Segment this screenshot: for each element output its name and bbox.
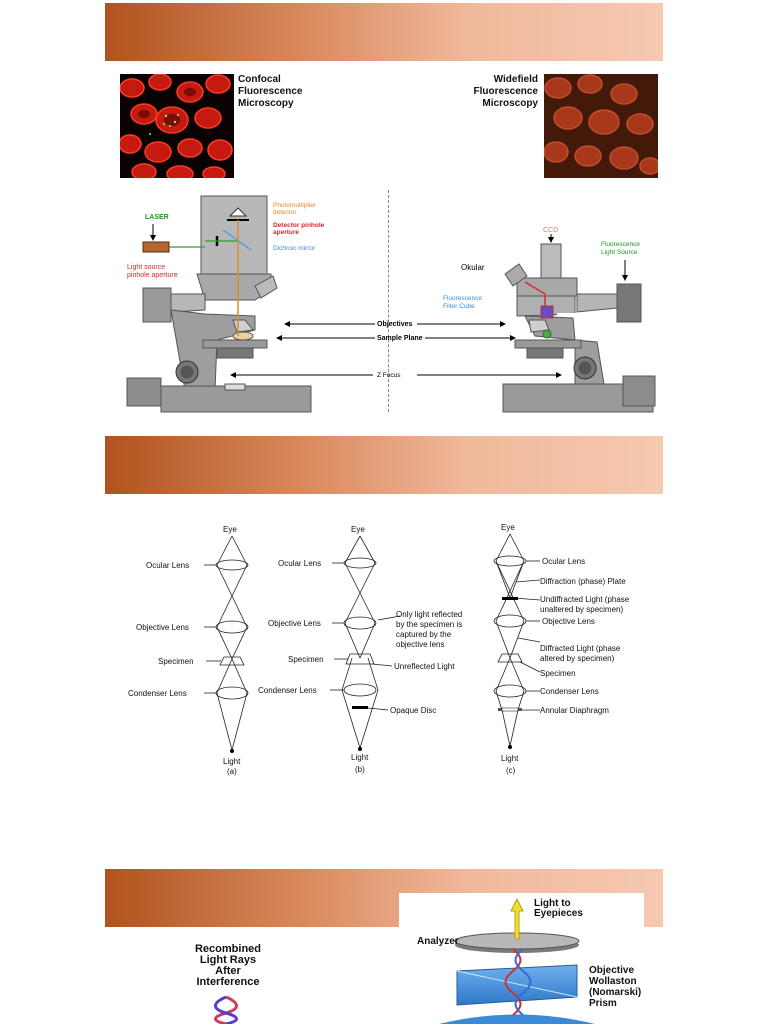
filter-cube-label: Fluorescence Filter Cube [443, 295, 484, 310]
recombined-wave-icon [214, 995, 238, 1024]
widefield-microscope [502, 243, 656, 413]
svg-text:Specimen: Specimen [158, 657, 194, 666]
note-b: Only light reflected by the specimen is … [396, 610, 465, 649]
svg-text:Eye: Eye [501, 523, 515, 532]
svg-text:Ocular Lens: Ocular Lens [278, 559, 321, 568]
svg-text:Eye: Eye [351, 525, 365, 534]
svg-text:Objective Lens: Objective Lens [542, 617, 595, 626]
slide2-header-banner [105, 436, 663, 494]
svg-text:Condenser Lens: Condenser Lens [258, 686, 317, 695]
confocal-microscope [126, 195, 312, 413]
recombined-label: Recombined Light Rays After Interference [194, 943, 261, 988]
svg-text:Annular Diaphragm: Annular Diaphragm [540, 706, 609, 715]
widefield-cell-image [544, 74, 658, 178]
undiffracted-label: Undiffracted Light (phase unaltered by s… [540, 595, 631, 614]
light-to-eyepieces-label: Light to Eyepieces [534, 898, 583, 919]
analyzer-label: Analyzer [417, 936, 459, 947]
laser-label: LASER [145, 214, 169, 221]
objectives-label: Objectives [377, 321, 413, 328]
svg-text:(b): (b) [355, 765, 365, 774]
svg-text:Ocular Lens: Ocular Lens [542, 557, 585, 566]
okular-label: Okular [461, 263, 485, 272]
diagram-a: Eye Ocular Lens Objective Lens Specimen … [128, 525, 249, 776]
svg-text:Unreflected Light: Unreflected Light [394, 662, 455, 671]
svg-text:(a): (a) [227, 767, 237, 776]
svg-text:Light: Light [501, 754, 519, 763]
svg-text:Ocular Lens: Ocular Lens [146, 561, 189, 570]
svg-text:Light: Light [351, 753, 369, 762]
dichroic-label: Dichroic mirror [273, 245, 316, 252]
diagram-b: Eye Ocular Lens Objective Lens Specimen … [258, 525, 465, 774]
panel-divider [388, 190, 389, 412]
slide1-header-banner [105, 3, 663, 61]
ccd-label: CCD [543, 227, 558, 234]
light-path-diagrams: Eye Ocular Lens Objective Lens Specimen … [128, 523, 631, 776]
svg-text:Objective Lens: Objective Lens [136, 623, 189, 632]
confocal-title: Confocal Fluorescence Microscopy [238, 74, 303, 109]
svg-text:Condenser Lens: Condenser Lens [128, 689, 187, 698]
diffracted-label: Diffracted Light (phase altered by speci… [540, 644, 623, 663]
light-source-pinhole-label: Light source pinhole aperture [127, 264, 178, 279]
fluorescence-light-source-label: Fluorescence Light Source [601, 241, 642, 256]
svg-text:(c): (c) [506, 766, 516, 775]
svg-text:Opaque Disc: Opaque Disc [390, 706, 436, 715]
detector-pinhole-label: Detector pinhole aperture [273, 222, 326, 236]
svg-text:Diffraction (phase) Plate: Diffraction (phase) Plate [540, 577, 626, 586]
z-focus-label: Z Focus [377, 372, 401, 379]
microscope-diagram: LASER Light source pinhole aperture Phot… [126, 195, 656, 413]
svg-text:Condenser Lens: Condenser Lens [540, 687, 599, 696]
svg-text:Specimen: Specimen [288, 655, 324, 664]
svg-text:Light: Light [223, 757, 241, 766]
svg-text:Objective Lens: Objective Lens [268, 619, 321, 628]
widefield-title: Widefield Fluorescence Microscopy [473, 74, 538, 109]
svg-text:Specimen: Specimen [540, 669, 576, 678]
svg-text:Eye: Eye [223, 525, 237, 534]
prism-label: Objective Wollaston (Nomarski) Prism [589, 965, 642, 1009]
dic-prism-figure: Light to Eyepieces Analyzer Objective Wo… [399, 893, 644, 1024]
diagram-c: Eye Ocular Lens Diffraction (phase) Plat… [493, 523, 631, 775]
confocal-cell-image [120, 74, 234, 178]
sample-plane-label: Sample Plane [377, 335, 423, 342]
pmt-label: Photomultiplier detector [273, 202, 318, 216]
